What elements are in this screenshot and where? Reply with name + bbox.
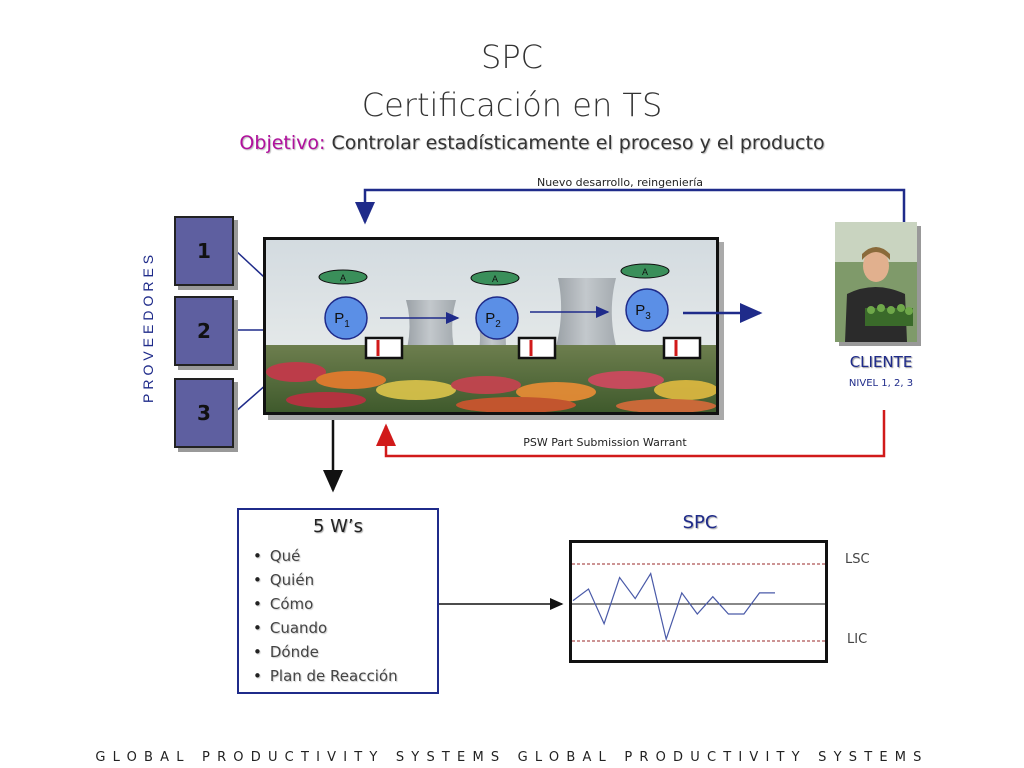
spc-series-line [572,572,775,642]
five-ws-title: 5 W’s [312,516,364,537]
five-ws-box: 5 W’s Qué Quién Cómo Cuando Dónde Plan d… [237,508,439,694]
top-arrow-label: Nuevo desarrollo, reingeniería [536,176,704,189]
suppliers-vertical-label: PROVEEDORES [140,251,156,403]
supplier-box-2: 2 [174,296,234,366]
objective-label: Objetivo: [239,132,326,154]
footer-brand: GLOBAL PRODUCTIVITY SYSTEMS GLOBAL PRODU… [95,750,929,765]
list-item: Cuando [253,616,398,640]
psw-arrow [376,410,886,458]
chart-frame [569,540,828,663]
list-item: Quién [253,568,398,592]
lic-label: LIC [847,632,868,647]
objective-text: Controlar estadísticamente el proceso y … [331,132,825,154]
supplier-box-1: 1 [174,216,234,286]
spc-chart-title: SPC [682,512,718,533]
list-item: Qué [253,544,398,568]
list-item: Dónde [253,640,398,664]
bottom-arrow-label: PSW Part Submission Warrant [523,436,687,449]
lsc-label: LSC [845,552,870,567]
spc-control-chart [569,540,828,663]
supplier-box-3: 3 [174,378,234,448]
list-item: Cómo [253,592,398,616]
top-feedback-arrow [355,188,906,225]
supplier-number: 1 [197,239,211,263]
supplier-number: 3 [197,401,211,425]
plant-scene [266,240,716,412]
client-level: NIVEL 1, 2, 3 [848,378,914,389]
list-item: Plan de Reacción [253,664,398,688]
client-person-image [835,222,917,342]
svg-text:PROVEEDORES: PROVEEDORES [140,251,156,403]
five-ws-list: Qué Quién Cómo Cuando Dónde Plan de Reac… [253,544,398,688]
client-label: CLIENTE [849,353,913,371]
supplier-number: 2 [197,319,211,343]
process-plant-image [263,237,719,415]
page-title: SPC [481,38,543,76]
page-subtitle: Certificación en TS [361,86,663,124]
client-photo [835,222,917,342]
objective-line: Objetivo: Controlar estadísticamente el … [0,132,1024,154]
